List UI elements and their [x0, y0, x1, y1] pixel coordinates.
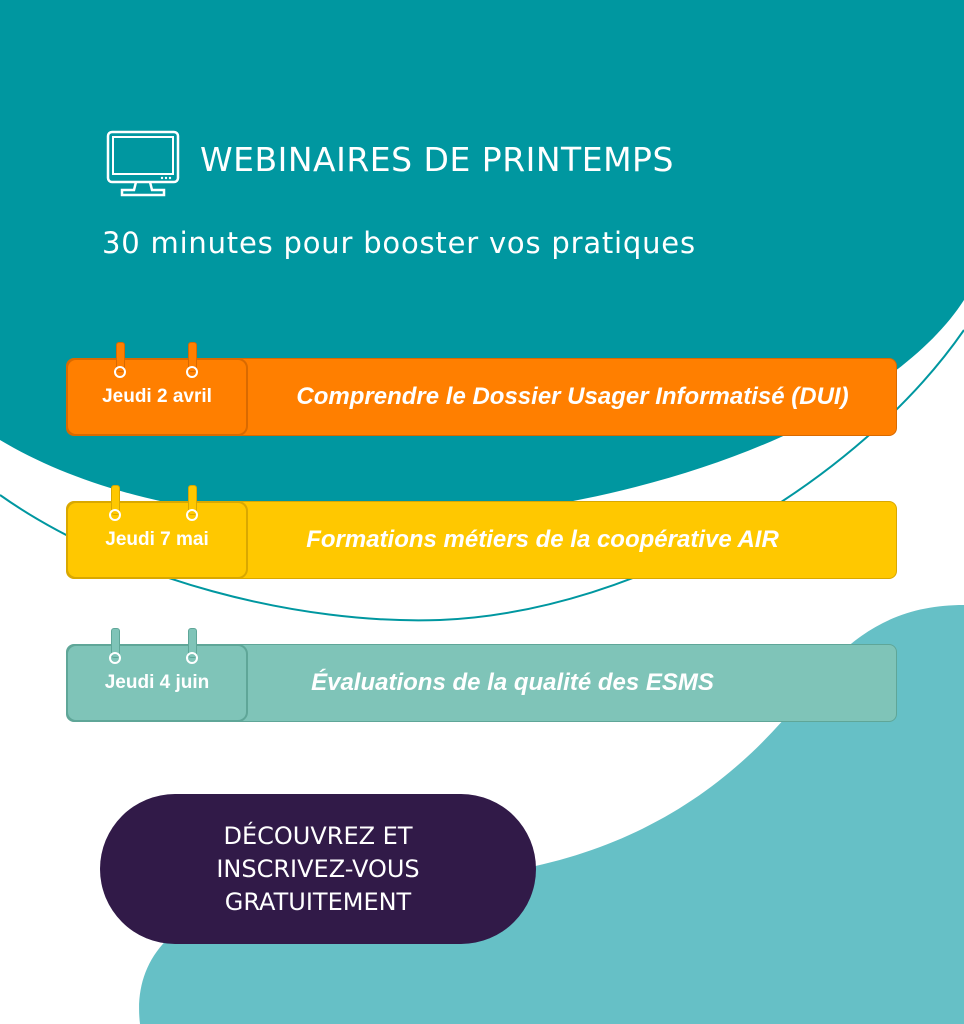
webinar-row[interactable]: Jeudi 4 juin Évaluations de la qualité d… — [66, 628, 897, 722]
webinar-row[interactable]: Jeudi 2 avril Comprendre le Dossier Usag… — [66, 342, 897, 436]
date-tab: Jeudi 7 mai — [66, 501, 248, 579]
webinar-row[interactable]: Jeudi 7 mai Formations métiers de la coo… — [66, 485, 897, 579]
webinar-date: Jeudi 4 juin — [104, 672, 210, 693]
page-title: WEBINAIRES DE PRINTEMPS — [200, 140, 674, 179]
page-subtitle: 30 minutes pour booster vos pratiques — [102, 226, 696, 260]
register-button[interactable]: DÉCOUVREZ ET INSCRIVEZ-VOUS GRATUITEMENT — [100, 794, 536, 944]
webinar-date: Jeudi 2 avril — [102, 386, 212, 407]
webinar-topic[interactable]: Formations métiers de la coopérative AIR — [306, 526, 779, 553]
monitor-icon — [106, 130, 180, 203]
date-tab: Jeudi 4 juin — [66, 644, 248, 722]
webinar-topic[interactable]: Comprendre le Dossier Usager Informatisé… — [296, 383, 849, 410]
date-tab: Jeudi 2 avril — [66, 358, 248, 436]
cta-line: DÉCOUVREZ ET — [223, 821, 413, 850]
cta-line: INSCRIVEZ-VOUS — [216, 854, 420, 883]
webinar-date: Jeudi 7 mai — [105, 529, 209, 550]
teal-blob — [0, 0, 964, 522]
cta-line: GRATUITEMENT — [224, 887, 412, 916]
webinar-topic[interactable]: Évaluations de la qualité des ESMS — [311, 669, 714, 696]
